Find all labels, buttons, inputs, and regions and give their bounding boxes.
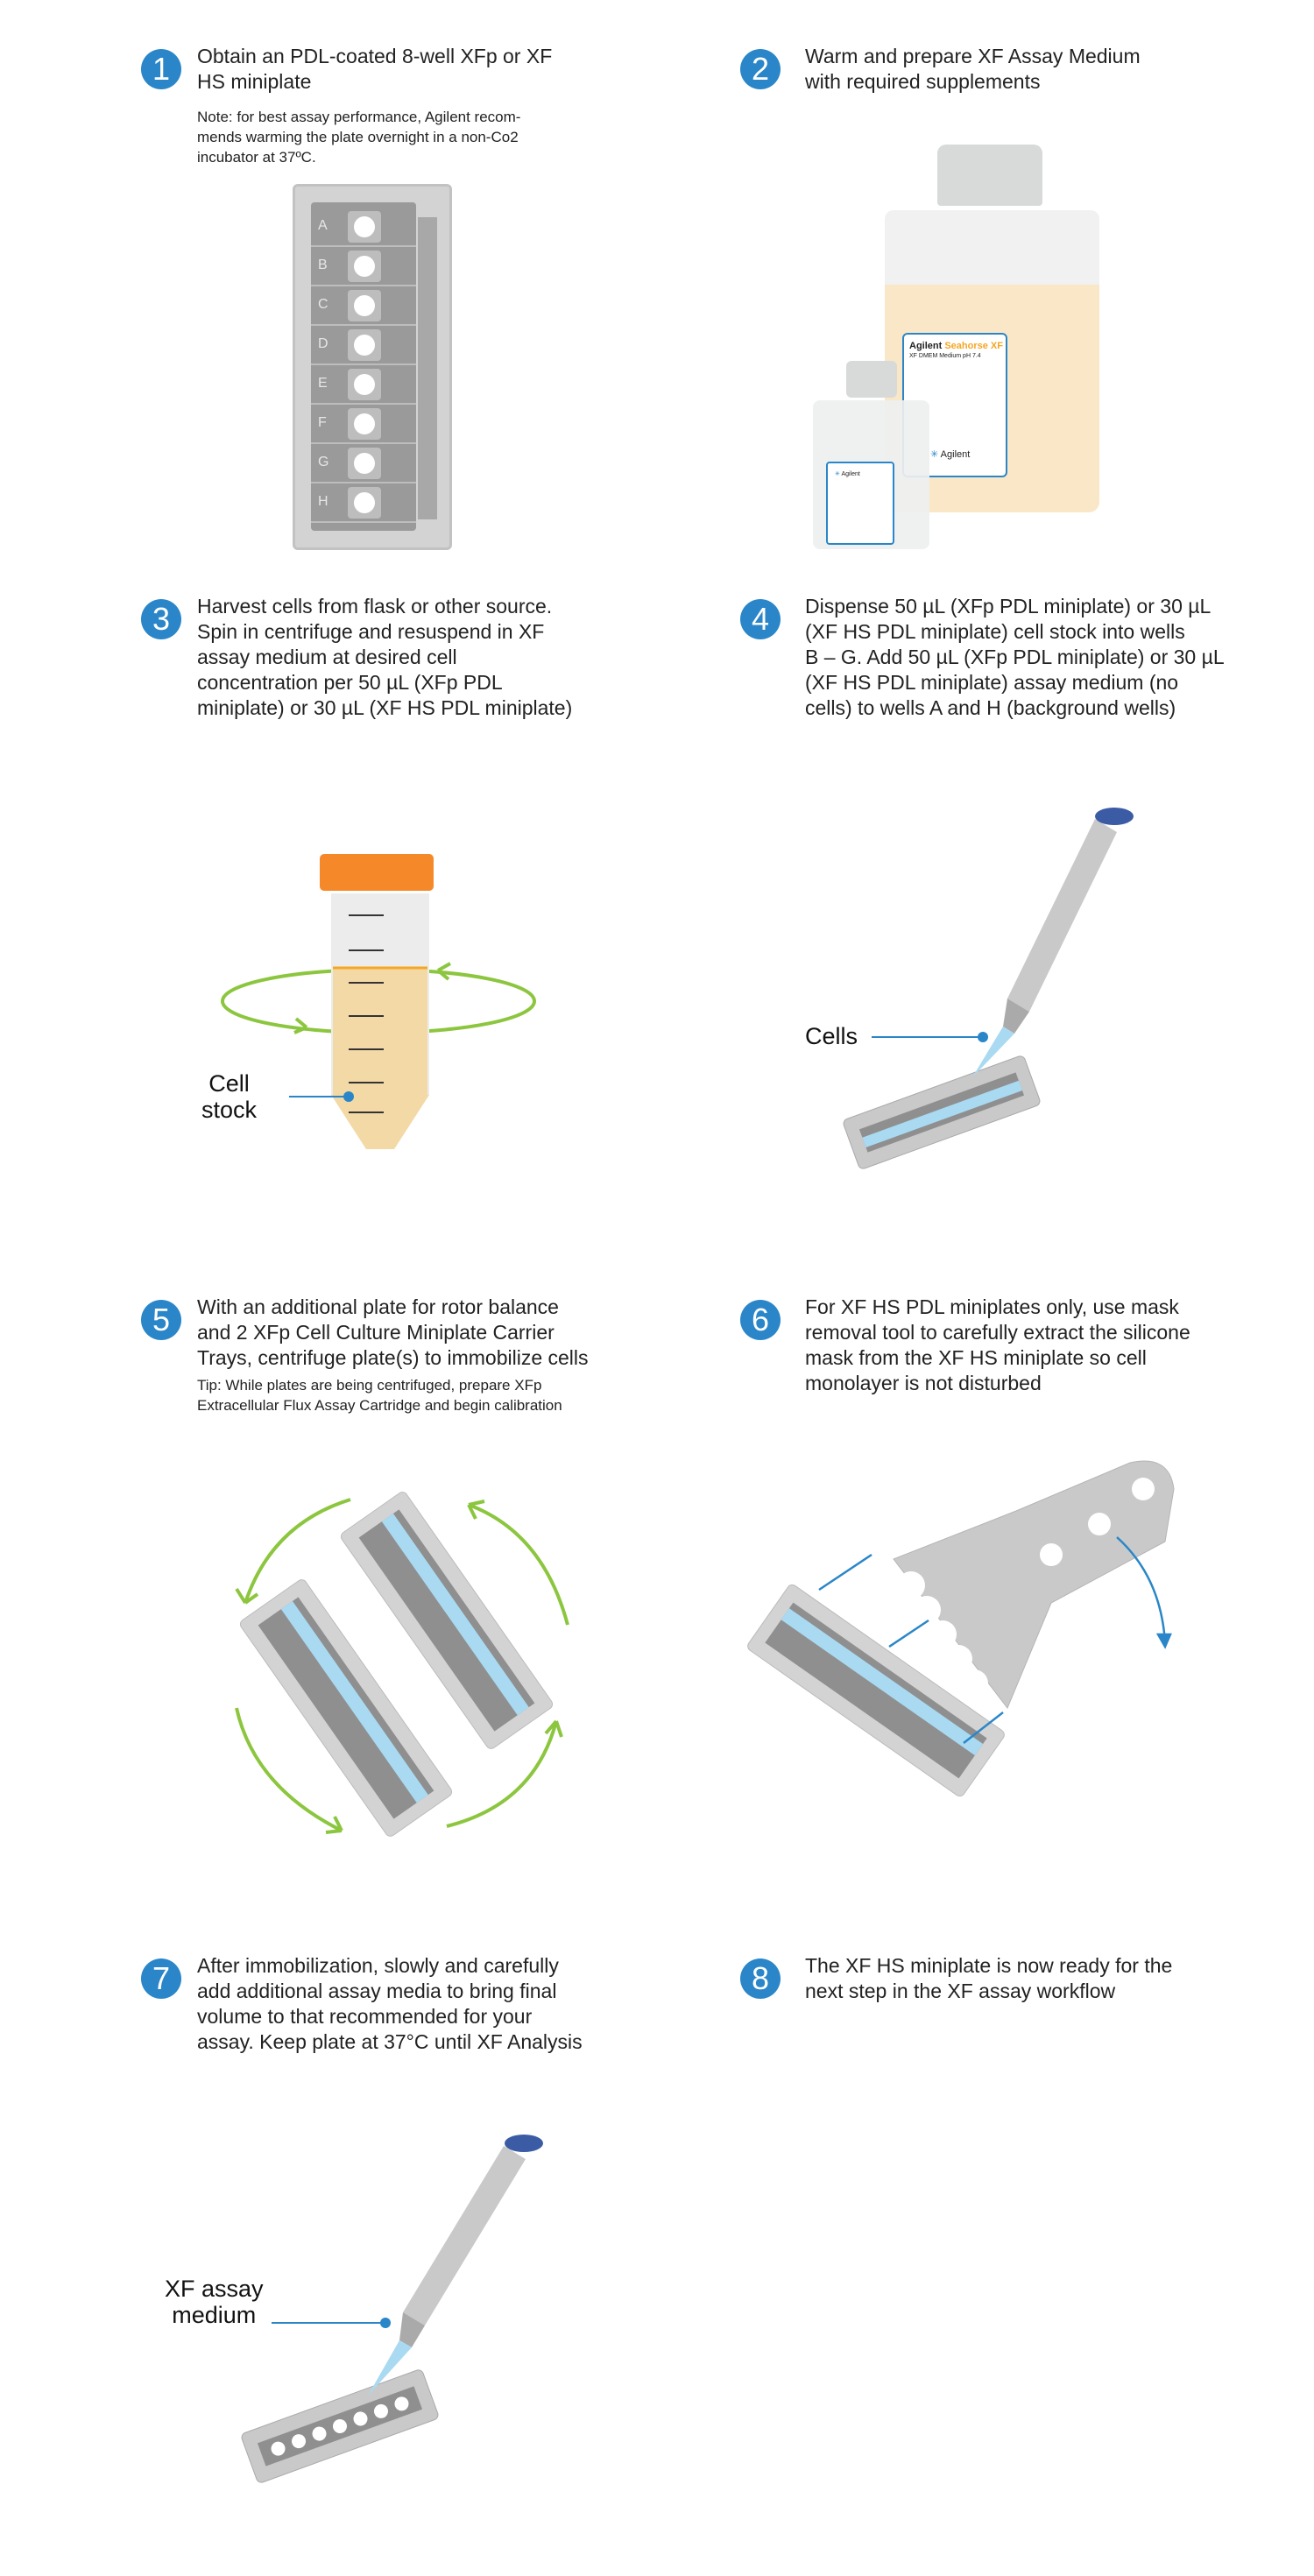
step-number-badge: 4 bbox=[740, 599, 781, 639]
well bbox=[348, 329, 381, 361]
well-label: H bbox=[318, 494, 328, 509]
small-bottle-logo-text: Agilent bbox=[841, 471, 860, 477]
well-row: A bbox=[311, 208, 416, 247]
well bbox=[348, 408, 381, 440]
well-row: G bbox=[311, 444, 416, 483]
step-title: Warm and prepare XF Assay Medium with re… bbox=[805, 45, 1141, 93]
agilent-logo-icon: ✳ bbox=[835, 471, 840, 477]
well bbox=[348, 448, 381, 479]
step-title: With an additional plate for rotor balan… bbox=[197, 1295, 589, 1369]
step-title: Harvest cells from flask or other source… bbox=[197, 595, 573, 719]
step-note: Tip: While plates are being centrifuged,… bbox=[197, 1377, 562, 1414]
step-title: Dispense 50 µL (XFp PDL miniplate) or 30… bbox=[805, 595, 1225, 719]
mask-removal-tool bbox=[893, 1460, 1175, 1709]
well bbox=[348, 290, 381, 321]
step-number-badge: 5 bbox=[141, 1300, 181, 1340]
well-row: B bbox=[311, 247, 416, 286]
rotation-arrow-icon bbox=[235, 1498, 569, 1834]
well-label: C bbox=[318, 297, 328, 312]
step-number-badge: 8 bbox=[740, 1958, 781, 1999]
step-number-badge: 3 bbox=[141, 599, 181, 639]
well-row: C bbox=[311, 286, 416, 326]
medium-callout: XF assay medium bbox=[165, 2276, 264, 2328]
well-label: F bbox=[318, 415, 327, 430]
tube-cap bbox=[320, 854, 434, 891]
step-title: The XF HS miniplate is now ready for the… bbox=[805, 1954, 1173, 2002]
well-label: B bbox=[318, 258, 328, 272]
cell-stock-callout: Cell stock bbox=[201, 1070, 258, 1123]
well-label: A bbox=[318, 218, 328, 233]
medium-bottle-large: Agilent Seahorse XF XF DMEM Medium pH 7.… bbox=[885, 145, 1099, 512]
step-note: Note: for best assay performance, Agilen… bbox=[197, 109, 521, 166]
well bbox=[348, 369, 381, 400]
well-label: G bbox=[318, 455, 329, 469]
step-title: For XF HS PDL miniplates only, use mask … bbox=[805, 1295, 1190, 1394]
miniplate-illustration: A B C D E F G H bbox=[293, 184, 452, 550]
well-row: F bbox=[311, 405, 416, 444]
step-number-badge: 1 bbox=[141, 49, 181, 89]
rotation-arrow-icon bbox=[221, 968, 536, 1034]
well-row: D bbox=[311, 326, 416, 365]
agilent-logo-icon: ✳ bbox=[930, 449, 939, 460]
cells-callout: Cells bbox=[805, 1023, 858, 1049]
bottle-brand: Agilent bbox=[909, 341, 943, 351]
step-title: After immobilization, slowly and careful… bbox=[197, 1954, 583, 2053]
medium-bottle-small: ✳ Agilent bbox=[813, 361, 929, 549]
step-title: Obtain an PDL-coated 8-well XFp or XF HS… bbox=[197, 45, 553, 93]
well-row: E bbox=[311, 365, 416, 405]
step-number-badge: 6 bbox=[740, 1300, 781, 1340]
well-row: H bbox=[311, 483, 416, 523]
well-label: E bbox=[318, 376, 328, 391]
bottle-product: Seahorse XF bbox=[944, 341, 1003, 351]
step-number-badge: 2 bbox=[740, 49, 781, 89]
well bbox=[348, 211, 381, 243]
step-number-badge: 7 bbox=[141, 1958, 181, 1999]
well-label: D bbox=[318, 336, 328, 351]
bottle-medium: XF DMEM Medium pH 7.4 bbox=[909, 353, 981, 359]
well bbox=[348, 487, 381, 519]
bottle-logo-text: Agilent bbox=[940, 449, 971, 460]
well bbox=[348, 251, 381, 282]
